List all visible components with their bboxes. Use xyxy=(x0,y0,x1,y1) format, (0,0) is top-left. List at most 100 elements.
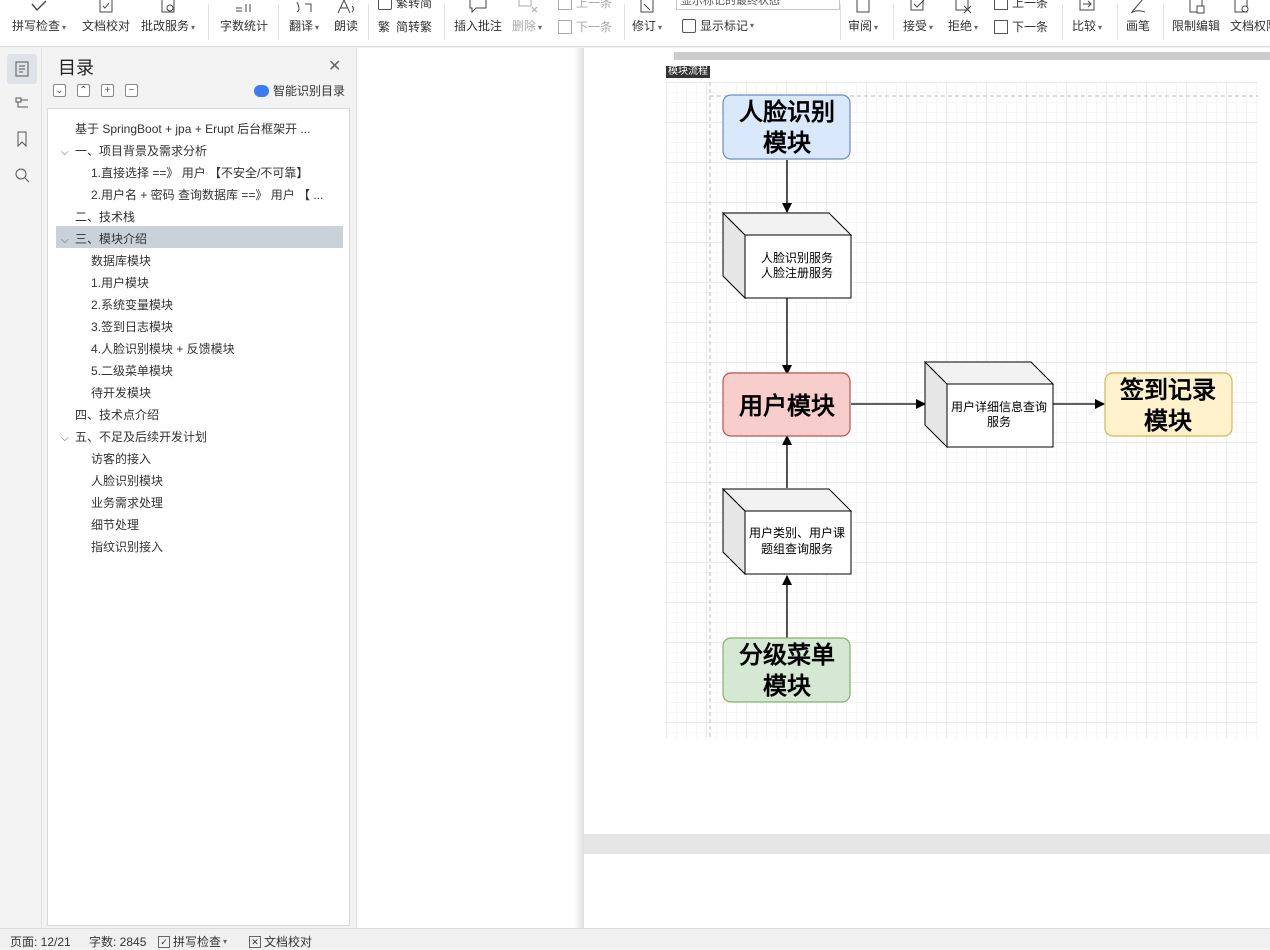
track-changes-button[interactable]: 修订▾ xyxy=(632,0,662,35)
toc-item[interactable]: 细节处理 xyxy=(91,518,140,532)
toc-item[interactable]: 2.系统变量模块 xyxy=(91,298,174,312)
svg-text:用户类别、用户课: 用户类别、用户课 xyxy=(749,525,845,540)
insert-comment-button[interactable]: 插入批注 xyxy=(454,0,502,33)
svg-text:分级菜单: 分级菜单 xyxy=(739,641,835,669)
check-icon: ✓ xyxy=(158,935,170,948)
node-user-detail-service-box[interactable]: 用户详细信息查询 服务 xyxy=(923,360,1055,449)
show-markup-button[interactable]: 显示标记▾ xyxy=(682,17,754,34)
toc-item[interactable]: 待开发模块 xyxy=(91,386,152,400)
toc-item[interactable]: 基于 SpringBoot + jpa + Erupt 后台框架开 ... xyxy=(75,122,311,136)
toc-item[interactable]: 1.用户模块 xyxy=(91,276,150,290)
review-icon xyxy=(856,0,870,13)
accept-button[interactable]: 接受▾ xyxy=(903,0,933,35)
search-icon xyxy=(15,168,30,183)
trad-to-simp-button[interactable]: 繁转简 xyxy=(378,0,432,11)
spellcheck-icon xyxy=(31,0,47,12)
toc-item[interactable]: 5.二级菜单模块 xyxy=(91,364,174,378)
node-checkin-record-module[interactable]: 签到记录 模块 xyxy=(1104,372,1233,437)
close-icon[interactable]: ✕ xyxy=(328,58,342,75)
collapse-all-icon[interactable]: ⌄ xyxy=(53,84,66,97)
status-spellcheck-button[interactable]: ✓拼写检查▾ xyxy=(158,933,227,950)
toc-item[interactable]: 4.人脸识别模块 + 反馈模块 xyxy=(91,342,235,356)
reject-icon xyxy=(955,0,972,14)
toc-item[interactable]: 二、技术栈 xyxy=(75,210,136,224)
word-count-indicator[interactable]: 字数: 2845 xyxy=(89,935,147,949)
lock-doc-icon xyxy=(1189,0,1205,14)
toc-item[interactable]: 访客的接入 xyxy=(91,452,152,466)
toc-item[interactable]: 一、项目背景及需求分析 xyxy=(75,144,208,158)
toc-item[interactable]: 四、技术点介绍 xyxy=(75,408,160,422)
prev-comment-icon xyxy=(558,0,572,10)
remove-level-icon[interactable]: − xyxy=(125,84,138,97)
smart-toc-button[interactable]: 智能识别目录 xyxy=(254,82,345,99)
add-level-icon[interactable]: + xyxy=(101,84,114,97)
word-count-icon xyxy=(236,4,251,12)
translate-icon xyxy=(296,1,312,13)
svg-text:人脸注册服务: 人脸注册服务 xyxy=(761,265,833,280)
toc-item-selected[interactable] xyxy=(56,226,343,248)
doc-proof-button[interactable]: 文档校对 xyxy=(82,0,130,33)
markup-state-combo[interactable]: 显示标记的最终状态 xyxy=(676,0,840,10)
smart-toc-icon xyxy=(254,84,269,97)
toc-title: 目录 xyxy=(58,58,94,78)
next-change-icon xyxy=(994,19,1008,34)
svg-text:模块: 模块 xyxy=(763,672,811,700)
page-indicator[interactable]: 页面: 12/21 xyxy=(10,935,71,949)
expand-up-icon[interactable]: ⌃ xyxy=(77,84,90,97)
track-changes-icon xyxy=(640,0,654,13)
bookmark-panel-button[interactable] xyxy=(7,124,37,154)
read-aloud-icon xyxy=(337,0,354,14)
expanded-arrow-icon[interactable]: ⌵ xyxy=(61,235,69,246)
svg-text:模块: 模块 xyxy=(1144,407,1192,435)
page-margin-left xyxy=(356,48,584,928)
read-aloud-button[interactable]: 朗读 xyxy=(334,0,358,33)
toc-item[interactable]: 业务需求处理 xyxy=(91,496,164,510)
module-flow-diagram[interactable]: 人脸识别 模块 人脸识别服务 人脸注册服务 用户模块 用户详细 xyxy=(666,82,1258,738)
toc-item[interactable]: 人脸识别模块 xyxy=(91,474,164,488)
prev-change-button[interactable]: 上一条 xyxy=(994,0,1048,11)
compare-button[interactable]: 比较▾ xyxy=(1072,0,1102,35)
node-menu-module[interactable]: 分级菜单 模块 xyxy=(722,637,851,703)
expanded-arrow-icon[interactable]: ⌵ xyxy=(61,147,69,158)
prev-comment-button[interactable]: 上一条 xyxy=(558,0,612,11)
review-button[interactable]: 审阅▾ xyxy=(848,0,878,35)
node-category-service-box[interactable]: 用户类别、用户课 题组查询服务 xyxy=(721,487,853,576)
document-canvas[interactable]: 模块流程 xyxy=(356,48,1270,934)
toc-item[interactable]: 1.直接选择 ==》 用户 【不安全/不可靠】 xyxy=(91,166,309,180)
simp-to-trad-icon: 繁 xyxy=(378,19,391,34)
doc-permission-button[interactable]: 文档权限 xyxy=(1230,0,1270,33)
pen-button[interactable]: 画笔 xyxy=(1126,0,1150,33)
next-comment-button[interactable]: 下一条 xyxy=(558,18,612,35)
restrict-edit-button[interactable]: 限制编辑 xyxy=(1172,0,1220,33)
toc-item[interactable]: 五、不足及后续开发计划 xyxy=(75,430,208,444)
toc-item[interactable]: 三、模块介绍 xyxy=(75,232,148,246)
svg-text:服务: 服务 xyxy=(987,414,1011,429)
document-page[interactable]: 模块流程 xyxy=(584,48,1270,834)
folder-tree-icon xyxy=(15,97,28,108)
toc-panel-button[interactable] xyxy=(7,54,37,84)
navigation-panel-button[interactable] xyxy=(7,88,37,118)
toc-item[interactable]: 3.签到日志模块 xyxy=(91,320,174,334)
simp-to-trad-button[interactable]: 繁简转繁 xyxy=(378,19,433,35)
svg-text:人脸识别: 人脸识别 xyxy=(739,98,835,126)
batch-service-button[interactable]: 批改服务▾ xyxy=(141,0,195,35)
toc-item[interactable]: 2.用户名 + 密码 查询数据库 ==》 用户 【 ... xyxy=(91,188,324,202)
doc-permission-icon xyxy=(1234,0,1249,13)
translate-button[interactable]: 翻译▾ xyxy=(289,0,319,35)
expanded-arrow-icon[interactable]: ⌵ xyxy=(61,433,69,444)
status-doc-proof-button[interactable]: ✕文档校对 xyxy=(249,933,312,950)
node-user-module[interactable]: 用户模块 xyxy=(722,372,851,437)
svg-text:题组查询服务: 题组查询服务 xyxy=(761,541,833,556)
toc-item[interactable]: 数据库模块 xyxy=(91,254,152,268)
toc-item[interactable]: 指纹识别接入 xyxy=(91,540,164,554)
search-panel-button[interactable] xyxy=(7,160,37,190)
svg-text:用户详细信息查询: 用户详细信息查询 xyxy=(951,399,1047,414)
node-face-service-box[interactable]: 人脸识别服务 人脸注册服务 xyxy=(721,211,853,300)
next-change-button[interactable]: 下一条 xyxy=(994,18,1048,35)
node-face-recognition-module[interactable]: 人脸识别 模块 xyxy=(722,94,851,160)
spellcheck-button[interactable]: 拼写检查▾ xyxy=(12,0,66,35)
delete-comment-button[interactable]: 删除▾ xyxy=(512,0,542,35)
document-page-next[interactable] xyxy=(584,854,1270,934)
reject-button[interactable]: 拒绝▾ xyxy=(948,0,978,35)
word-count-button[interactable]: 字数统计 xyxy=(220,0,268,33)
